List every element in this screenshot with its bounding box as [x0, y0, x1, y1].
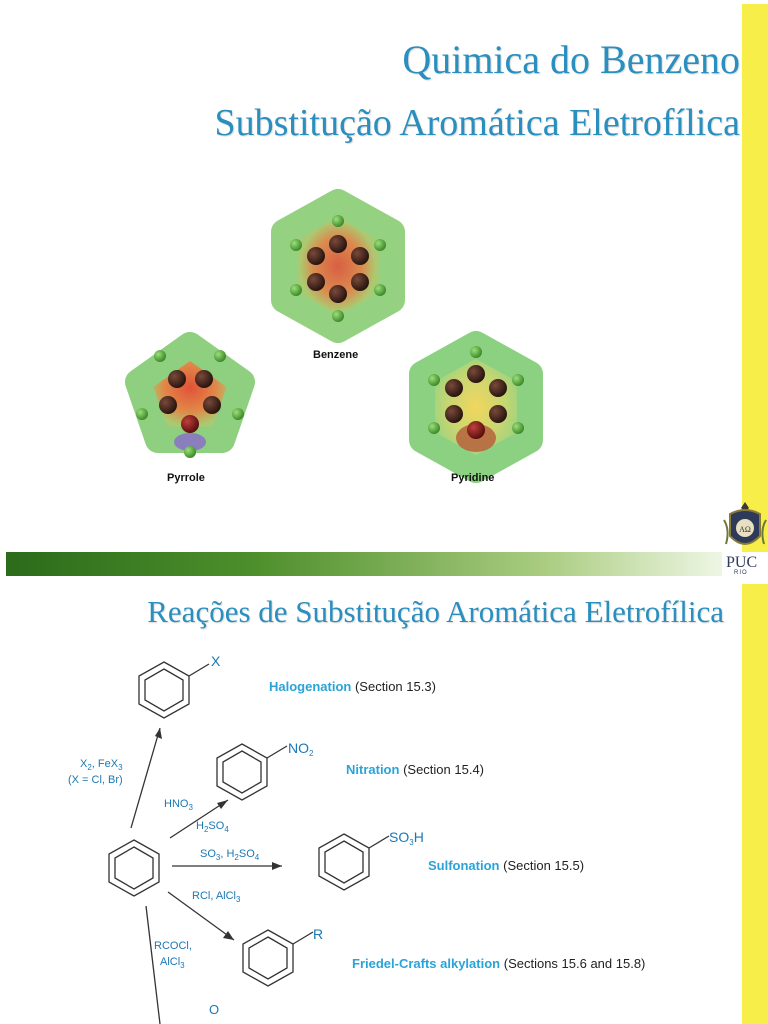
reagent-alkylation: RCl, AlCl3 [192, 890, 241, 904]
reaction-name: Halogenation [269, 679, 352, 694]
reaction-section: (Section 15.4) [403, 762, 485, 777]
reaction-section: (Sections 15.6 and 15.8) [503, 956, 646, 971]
puc-rio-logo: AΩ PUC RIO [722, 500, 768, 578]
benzene-hydrogens [290, 215, 386, 322]
arrow-nitration [169, 799, 229, 839]
pyrrole-potential-map [125, 332, 255, 458]
benzene-potential-map [271, 189, 405, 343]
slide-2-title: Reações de Substitução Aromática Eletrof… [147, 594, 724, 629]
reaction-section: (Section 15.5) [503, 858, 585, 873]
substituent-sulfonic: SO3H [389, 829, 424, 847]
carbonyl-oxygen: O [209, 1002, 220, 1017]
reagent-sulfonation: SO3, H2SO4 [200, 848, 260, 862]
logo-subtext: RIO [734, 570, 748, 576]
svg-text:AΩ: AΩ [739, 525, 751, 534]
reaction-name: Sulfonation [428, 858, 500, 873]
reaction-section: (Section 15.3) [354, 679, 436, 694]
reaction-nitration: Nitration (Section 15.4) [346, 762, 484, 777]
reagent-halogen-note: (X = Cl, Br) [68, 774, 123, 786]
reaction-alkylation: Friedel-Crafts alkylation (Sections 15.6… [352, 956, 645, 971]
reaction-name: Nitration [346, 762, 400, 777]
arrow-alkylation [167, 891, 235, 941]
reaction-halogenation: Halogenation (Section 15.3) [269, 679, 436, 694]
arrow-halogenation [130, 727, 161, 829]
reagent-h2so4: H2SO4 [196, 820, 229, 834]
benzene-carbons [307, 235, 369, 303]
reaction-sulfonation: Sulfonation (Section 15.5) [428, 858, 584, 873]
nitrobenzene-structure [216, 743, 288, 801]
substituent-r: R [313, 926, 324, 942]
slide-1: Quimica do Benzeno Substitução Aromática… [6, 4, 768, 578]
slide-2: Reações de Substitução Aromática Eletrof… [0, 584, 768, 1024]
university-crest-icon: AΩ [723, 502, 767, 545]
benzene-start-structure [108, 839, 160, 897]
logo-text: PUC [726, 554, 758, 571]
alkylbenzene-structure [242, 929, 314, 987]
slide-title-line2: Substitução Aromática Eletrofílica [214, 102, 740, 144]
arrow-acylation [145, 905, 161, 1024]
reaction-scheme [108, 661, 390, 1024]
reagent-acylation-catalyst: AlCl3 [160, 956, 185, 970]
substituent-nitro: NO2 [288, 740, 314, 758]
reaction-name: Friedel-Crafts alkylation [352, 956, 501, 971]
green-gradient-strip [6, 552, 722, 576]
pyrrole-label: Pyrrole [167, 472, 205, 484]
reagent-halogen: X2, FeX3 [80, 758, 123, 772]
benzene-label: Benzene [313, 349, 359, 361]
substituent-x: X [211, 653, 221, 669]
electrostatic-map-figure [125, 189, 543, 483]
pyridine-potential-map [409, 331, 543, 483]
benzenesulfonic-acid-structure [318, 833, 390, 891]
reagent-hno3: HNO3 [164, 798, 193, 812]
pyridine-label: Pyridine [451, 472, 495, 484]
halobenzene-structure [138, 661, 210, 719]
side-accent-bar [742, 4, 768, 552]
slide-title-line1: Quimica do Benzeno [402, 37, 740, 82]
reagent-acylation: RCOCl, [154, 940, 192, 952]
side-accent-bar-2 [742, 584, 768, 1024]
